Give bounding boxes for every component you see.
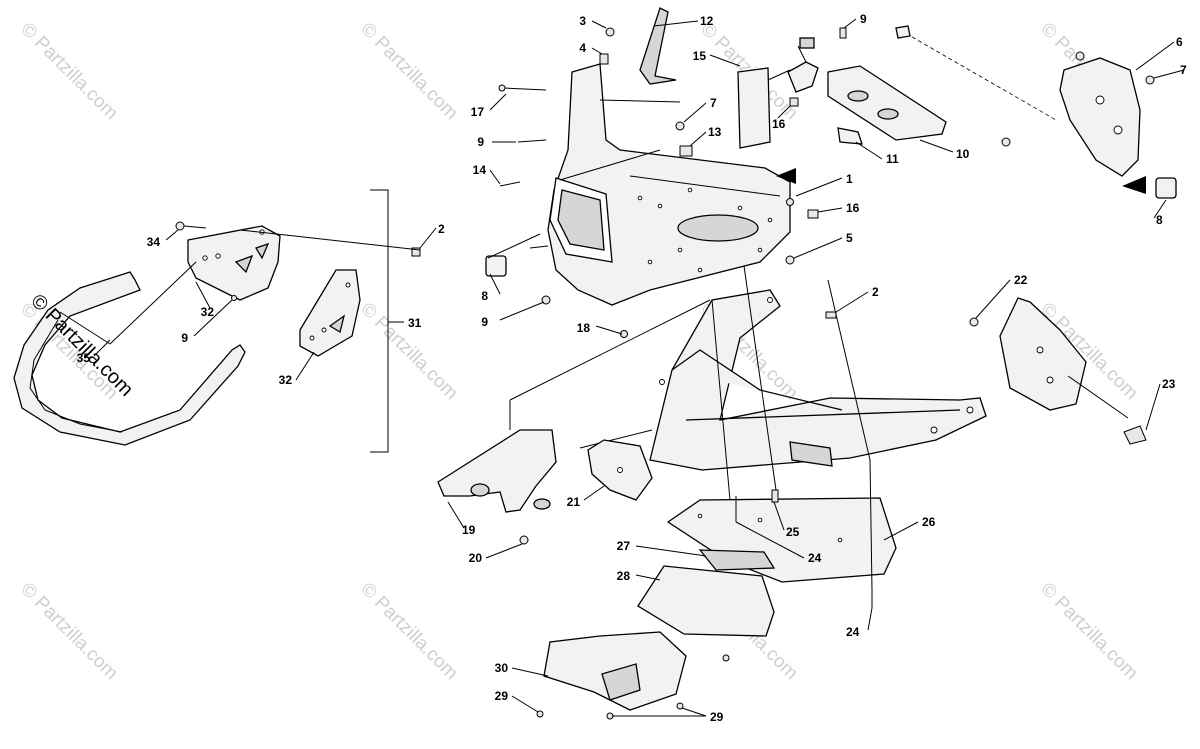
callout-label: 29 bbox=[495, 689, 509, 703]
callout-label: 4 bbox=[579, 41, 586, 55]
callout-label: 28 bbox=[617, 569, 631, 583]
callout-label: 24 bbox=[846, 625, 860, 639]
direction-arrows bbox=[776, 168, 1146, 194]
callout-label: 17 bbox=[471, 105, 485, 119]
callout-label: 29 bbox=[710, 710, 724, 724]
callout-label: 16 bbox=[846, 201, 860, 215]
plate-28-part bbox=[637, 565, 775, 637]
callout-label: 7 bbox=[710, 96, 717, 110]
callout-label: 16 bbox=[772, 117, 786, 131]
callout-label: 32 bbox=[201, 305, 215, 319]
assembly-bracket-31 bbox=[370, 189, 404, 453]
callout-label: 2 bbox=[872, 285, 879, 299]
callout-label: 15 bbox=[693, 49, 707, 63]
bracket-22-part bbox=[999, 297, 1129, 419]
bracket-6-part bbox=[895, 25, 1141, 177]
watermark-text: © Partzilla.com bbox=[16, 579, 121, 684]
callout-label: 23 bbox=[1162, 377, 1176, 391]
plate-10-part bbox=[827, 65, 947, 141]
clip-11-part bbox=[837, 127, 863, 145]
callout-label: 2 bbox=[438, 222, 445, 236]
callout-label: 22 bbox=[1014, 273, 1028, 287]
bumper-bracket-lower-part bbox=[299, 269, 361, 357]
main-frame-part bbox=[579, 289, 987, 471]
leader-lines bbox=[59, 18, 1185, 717]
callout-label: 27 bbox=[617, 539, 631, 553]
watermark-text: © Partzilla.com bbox=[356, 299, 461, 404]
callout-label: 6 bbox=[1176, 35, 1183, 49]
callout-label: 11 bbox=[886, 152, 899, 166]
callout-label: 26 bbox=[922, 515, 936, 529]
callout-label: 13 bbox=[708, 125, 722, 139]
callout-label: 12 bbox=[700, 14, 714, 28]
watermark-text: © Partzilla.com bbox=[1036, 579, 1141, 684]
watermark-text: © Partzilla.com bbox=[356, 19, 461, 124]
callout-label: 5 bbox=[846, 231, 853, 245]
callout-label: 20 bbox=[469, 551, 483, 565]
callout-label: 31 bbox=[408, 316, 422, 330]
callout-label: 3 bbox=[579, 14, 586, 28]
callout-label: 9 bbox=[860, 12, 867, 26]
callout-label: 25 bbox=[786, 525, 800, 539]
callout-label: 35 bbox=[77, 351, 91, 365]
callout-labels: 3 12 4 15 9 6 7 17 7 16 9 13 10 11 14 1 … bbox=[77, 12, 1187, 724]
mount-12-part bbox=[639, 7, 677, 85]
bracket-21-part bbox=[587, 439, 653, 501]
callout-label: 19 bbox=[462, 523, 476, 537]
callout-label: 1 bbox=[846, 172, 853, 186]
bracket-19-part bbox=[437, 429, 557, 513]
callout-label: 24 bbox=[808, 551, 822, 565]
bumper-8-part bbox=[485, 177, 1177, 277]
callout-label: 7 bbox=[1180, 63, 1187, 77]
callout-label: 14 bbox=[473, 163, 487, 177]
lower-skid-30-part bbox=[543, 631, 687, 711]
watermark-text: © Partzilla.com bbox=[16, 19, 121, 124]
hardware-fasteners bbox=[175, 27, 1155, 720]
callout-label: 10 bbox=[956, 147, 970, 161]
callout-label: 18 bbox=[577, 321, 591, 335]
callout-label: 30 bbox=[495, 661, 509, 675]
callout-label: 9 bbox=[477, 135, 484, 149]
callout-label: 9 bbox=[481, 315, 488, 329]
callout-label: 8 bbox=[481, 289, 488, 303]
callout-label: 8 bbox=[1156, 213, 1163, 227]
plate-27-part bbox=[698, 549, 776, 571]
front-bumper-part bbox=[13, 271, 246, 446]
front-bulkhead-part bbox=[547, 63, 791, 306]
callout-label: 9 bbox=[181, 331, 188, 345]
callout-label: 32 bbox=[279, 373, 293, 387]
bumper-bracket-upper-part bbox=[187, 225, 281, 301]
callout-label: 21 bbox=[567, 495, 581, 509]
watermark-text: © Partzilla.com bbox=[356, 579, 461, 684]
callout-label: 34 bbox=[147, 235, 161, 249]
module-15-part bbox=[737, 37, 819, 149]
